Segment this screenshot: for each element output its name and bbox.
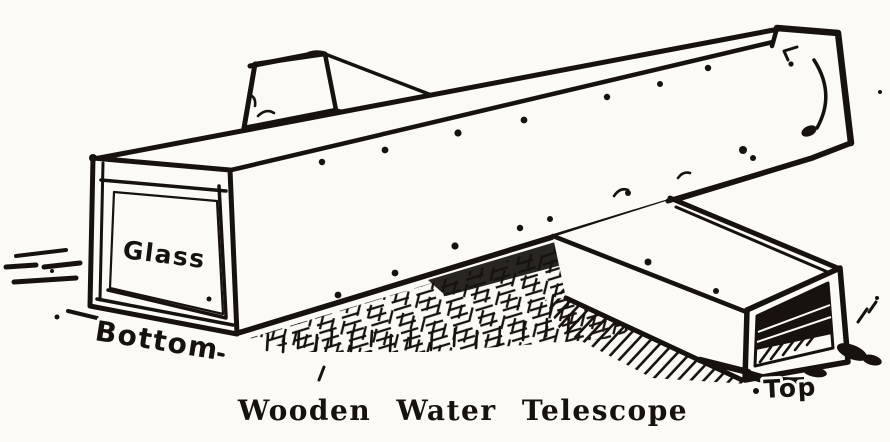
big-box-end-face (777, 28, 851, 158)
small-box-near-section (550, 155, 882, 386)
big-box-tube (87, 24, 882, 337)
nail-dots (318, 64, 756, 299)
big-box-side-face (228, 44, 812, 333)
small-box-open-end (742, 265, 851, 383)
figure-caption: Wooden Water Telescope (237, 394, 688, 427)
small-box-top-face (553, 199, 838, 312)
glass-end-frame (87, 154, 240, 337)
small-box-front-face (553, 237, 747, 380)
top-label: Top (763, 372, 818, 404)
top-label-dot (753, 388, 759, 394)
glass-pane (108, 190, 225, 316)
ink-marks (3, 248, 326, 382)
